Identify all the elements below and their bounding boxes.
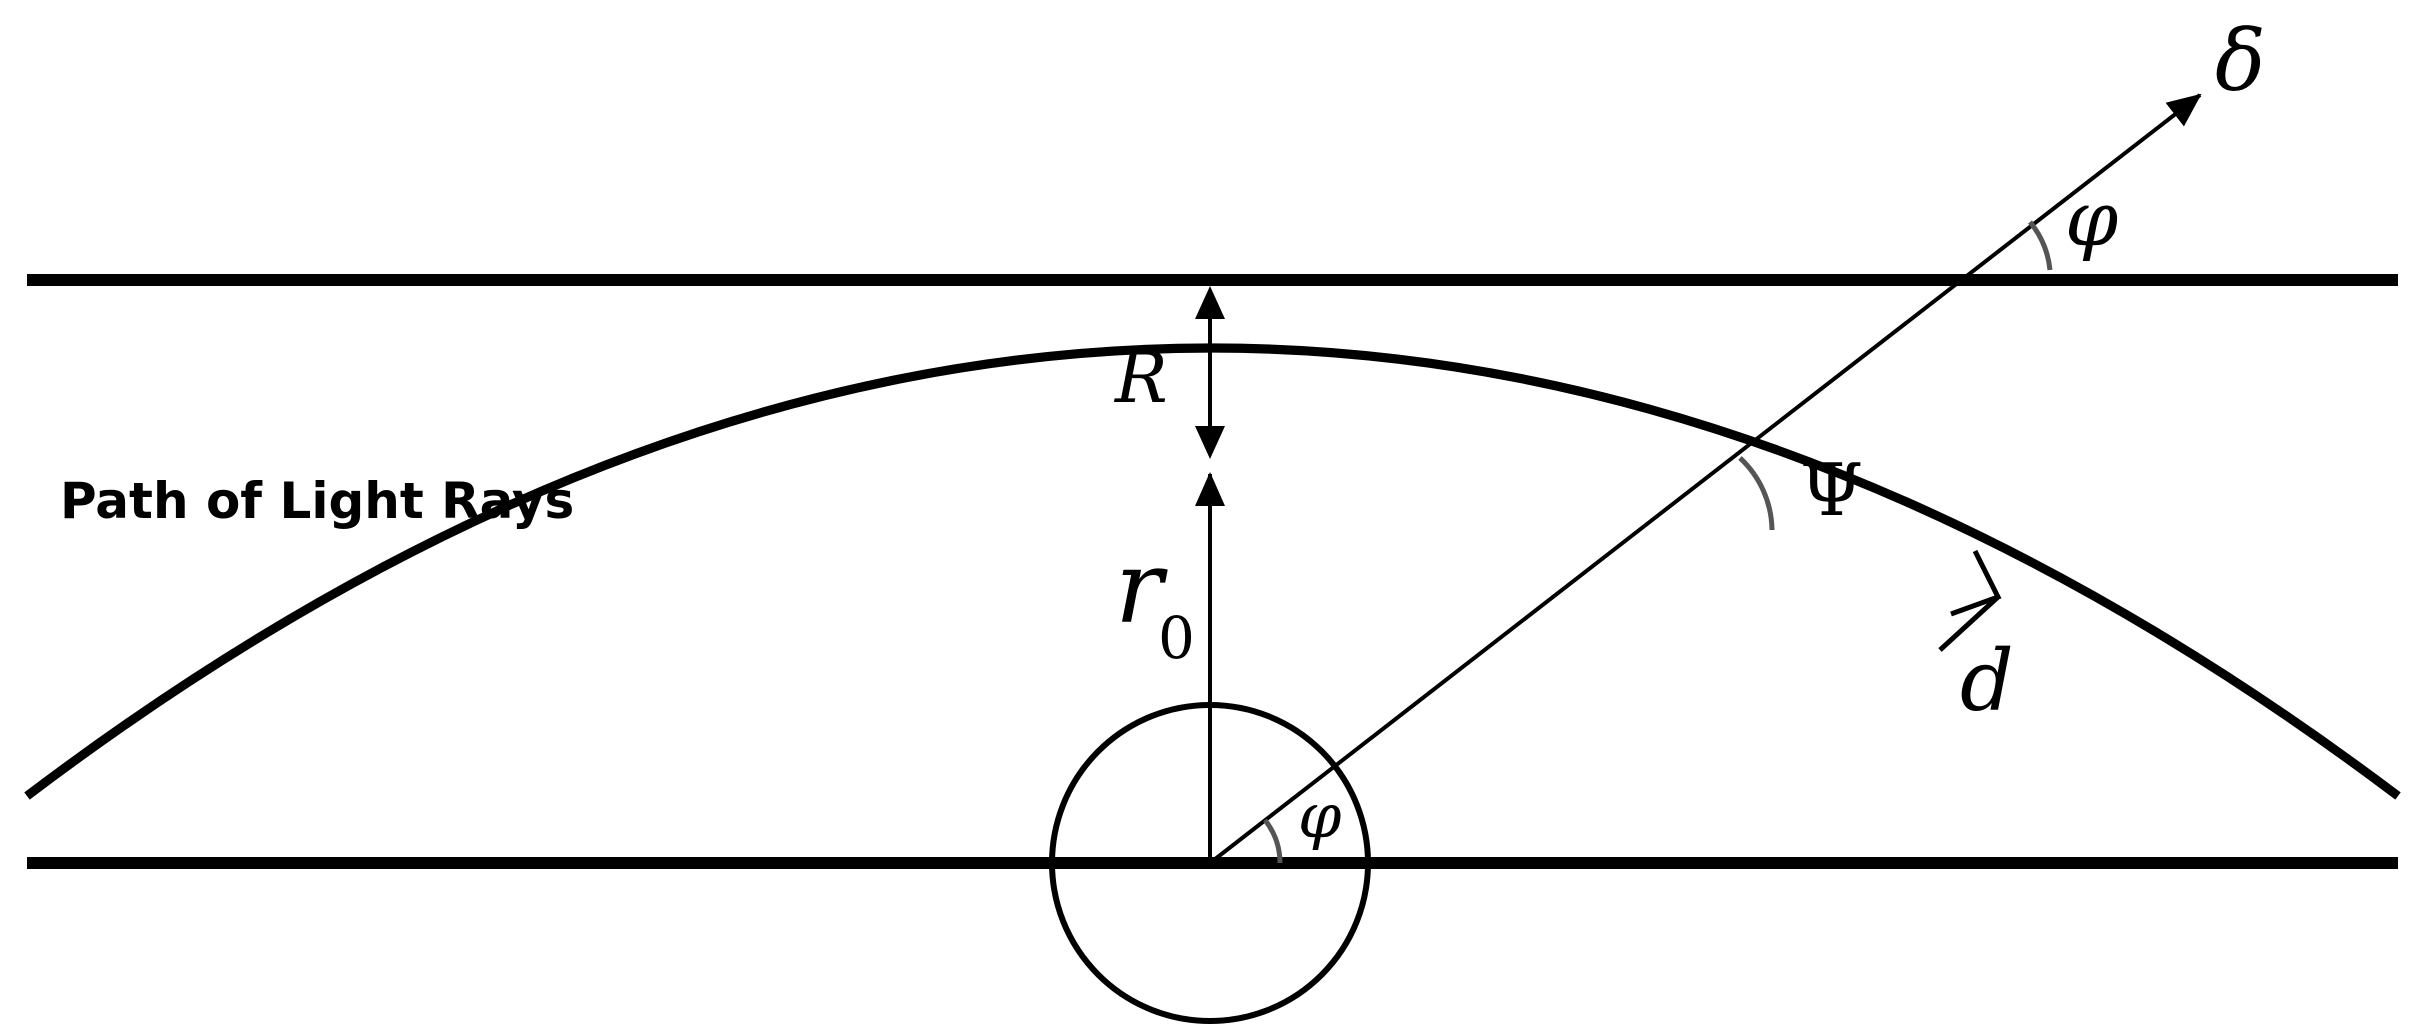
d-label: d <box>1960 632 2014 730</box>
psi-angle-arc <box>1738 456 1775 531</box>
phi-angle-arc-bottom <box>1262 818 1283 864</box>
d-direction-marker <box>1938 549 2002 652</box>
light-ray-curve <box>24 343 2401 800</box>
phi-angle-arc-top <box>2028 220 2053 271</box>
phi-label-top: φ <box>2065 174 2118 263</box>
R-arrowhead-bottom <box>1195 426 1225 459</box>
psi-label: Ψ <box>1800 448 1863 532</box>
R-arrowhead-top <box>1195 286 1225 319</box>
r0-label-r: r <box>1115 529 1168 646</box>
delta-ray-line <box>1208 93 2202 865</box>
R-label: R <box>1113 337 1168 419</box>
phi-label-bottom: φ <box>1298 779 1342 852</box>
caption-path-of-light-rays: Path of Light Rays <box>60 472 574 530</box>
delta-label: δ <box>2215 12 2266 110</box>
r0-label-subscript: 0 <box>1158 604 1195 672</box>
